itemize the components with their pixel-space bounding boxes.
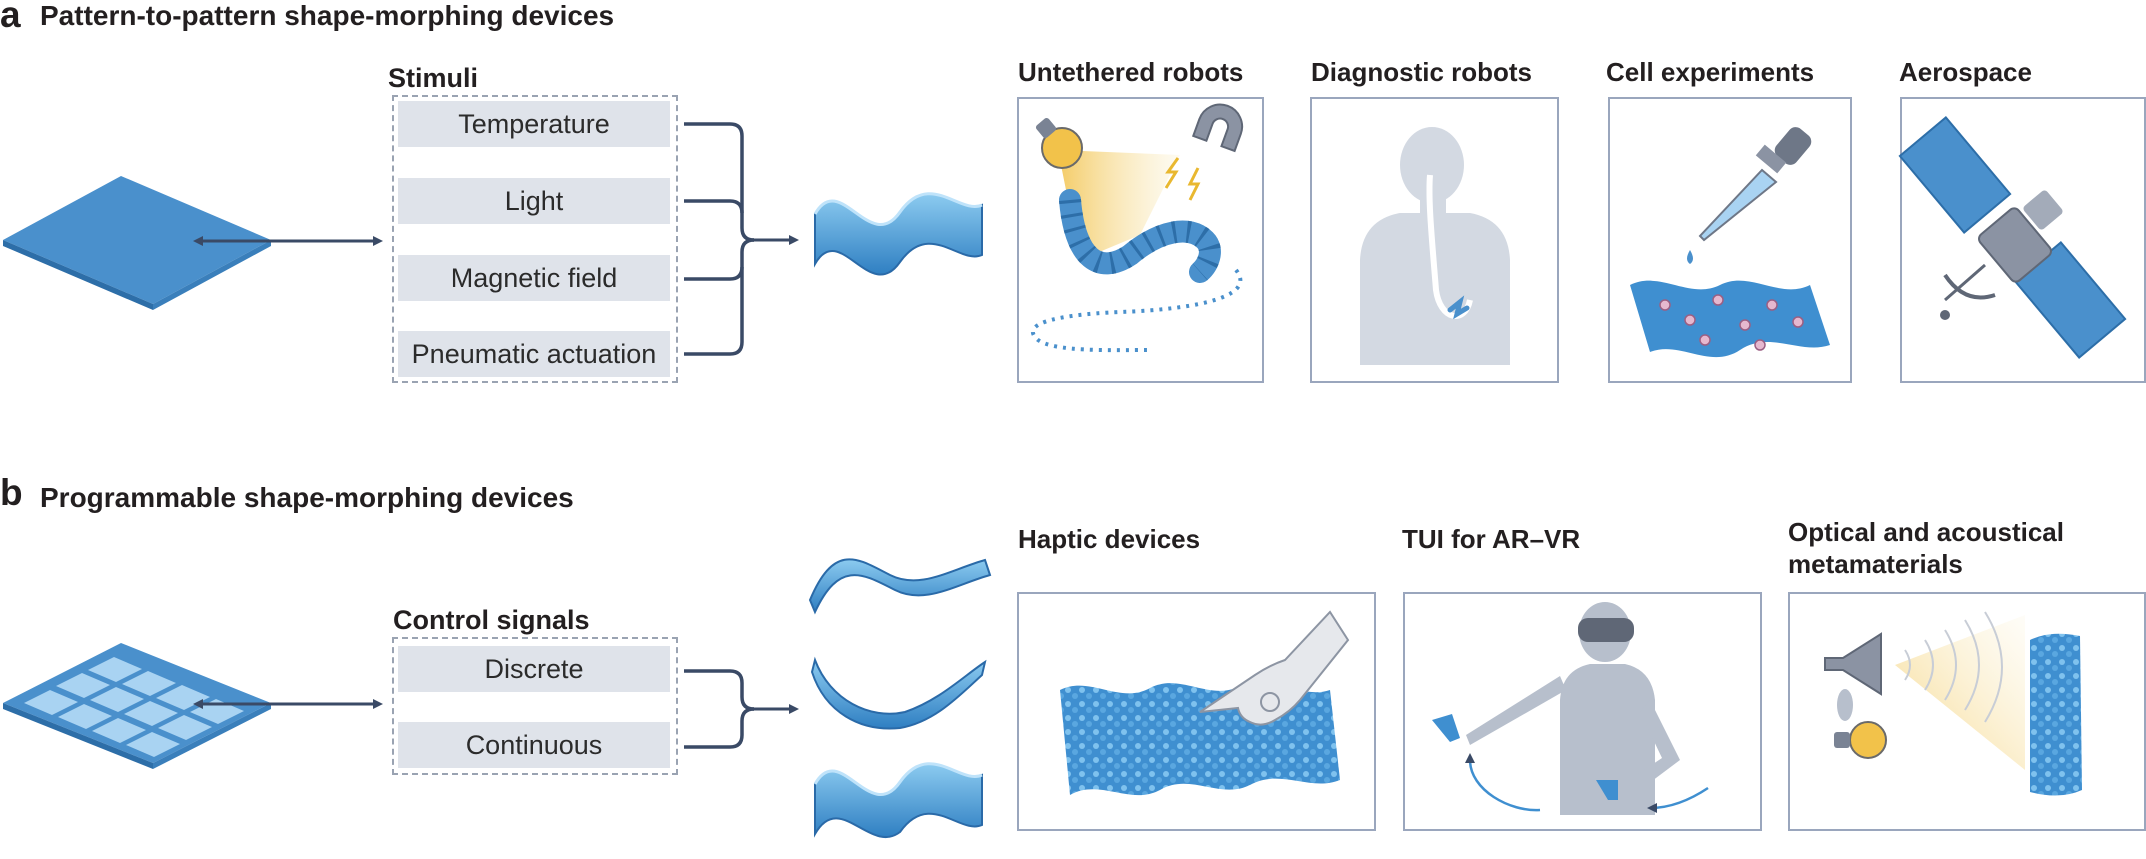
app-diagnostic-robots-title: Diagnostic robots [1311, 57, 1533, 87]
stimuli-title: Stimuli [388, 63, 479, 93]
metamaterials-illustration [1824, 611, 2082, 796]
stimuli-box [392, 95, 678, 383]
app-cell-experiments-title: Cell experiments [1606, 57, 1815, 87]
app-untethered-robots-title: Untethered robots [1018, 57, 1244, 87]
morphed-sheet-icon [813, 192, 983, 276]
morphed-shape-sine-icon [813, 762, 983, 839]
morphed-shape-wave-icon [808, 558, 992, 615]
vr-person-illustration [1432, 602, 1709, 815]
light-bulb-icon-2 [1849, 721, 1887, 759]
control-signals-bracket [684, 669, 755, 749]
vr-headset-icon [1578, 618, 1634, 642]
stimulus-pneumatic-actuation: Pneumatic actuation [398, 331, 670, 377]
app-metamaterials-title-line1: Optical and acoustical [1788, 517, 2064, 547]
stimuli-bracket [684, 122, 755, 356]
stimulus-temperature: Temperature [398, 101, 670, 147]
metamaterial-block [2030, 633, 2082, 796]
controller-right-icon [1596, 780, 1618, 800]
app-metamaterials-title: Optical and acoustical metamaterials [1788, 516, 2064, 580]
pipette-illustration [1687, 127, 1812, 264]
controller-left-icon [1432, 714, 1460, 742]
signal-continuous: Continuous [398, 722, 670, 768]
human-silhouette-illustration [1360, 127, 1510, 365]
hand-icon [1199, 610, 1350, 726]
control-signals-box [392, 637, 678, 775]
signal-discrete: Discrete [398, 646, 670, 692]
panel-b-title: Programmable shape-morphing devices [40, 482, 574, 513]
tissue-sample-illustration [1630, 280, 1830, 358]
app-tui-ar-vr-title: TUI for AR–VR [1402, 524, 1581, 554]
flat-sheet-icon [3, 176, 271, 310]
control-signals-title: Control signals [393, 605, 590, 635]
morphed-shape-saddle-icon [810, 656, 987, 730]
app-haptic-devices-title: Haptic devices [1018, 524, 1201, 554]
untethered-robot-illustration [1030, 103, 1244, 353]
app-aerospace-title: Aerospace [1899, 57, 2032, 87]
panel-a-letter: a [0, 0, 21, 35]
panel-a-title: Pattern-to-pattern shape-morphing device… [40, 0, 615, 31]
stimulus-light: Light [398, 178, 670, 224]
stimulus-magnetic-field: Magnetic field [398, 255, 670, 301]
app-metamaterials-title-line2: metamaterials [1788, 549, 1963, 579]
light-bulb-icon [1041, 127, 1083, 169]
satellite-illustration [1898, 116, 2127, 359]
grid-sheet-icon [3, 643, 271, 769]
megaphone-icon [1824, 632, 1882, 696]
panel-b-letter: b [0, 472, 23, 513]
magnet-icon [1191, 103, 1244, 153]
